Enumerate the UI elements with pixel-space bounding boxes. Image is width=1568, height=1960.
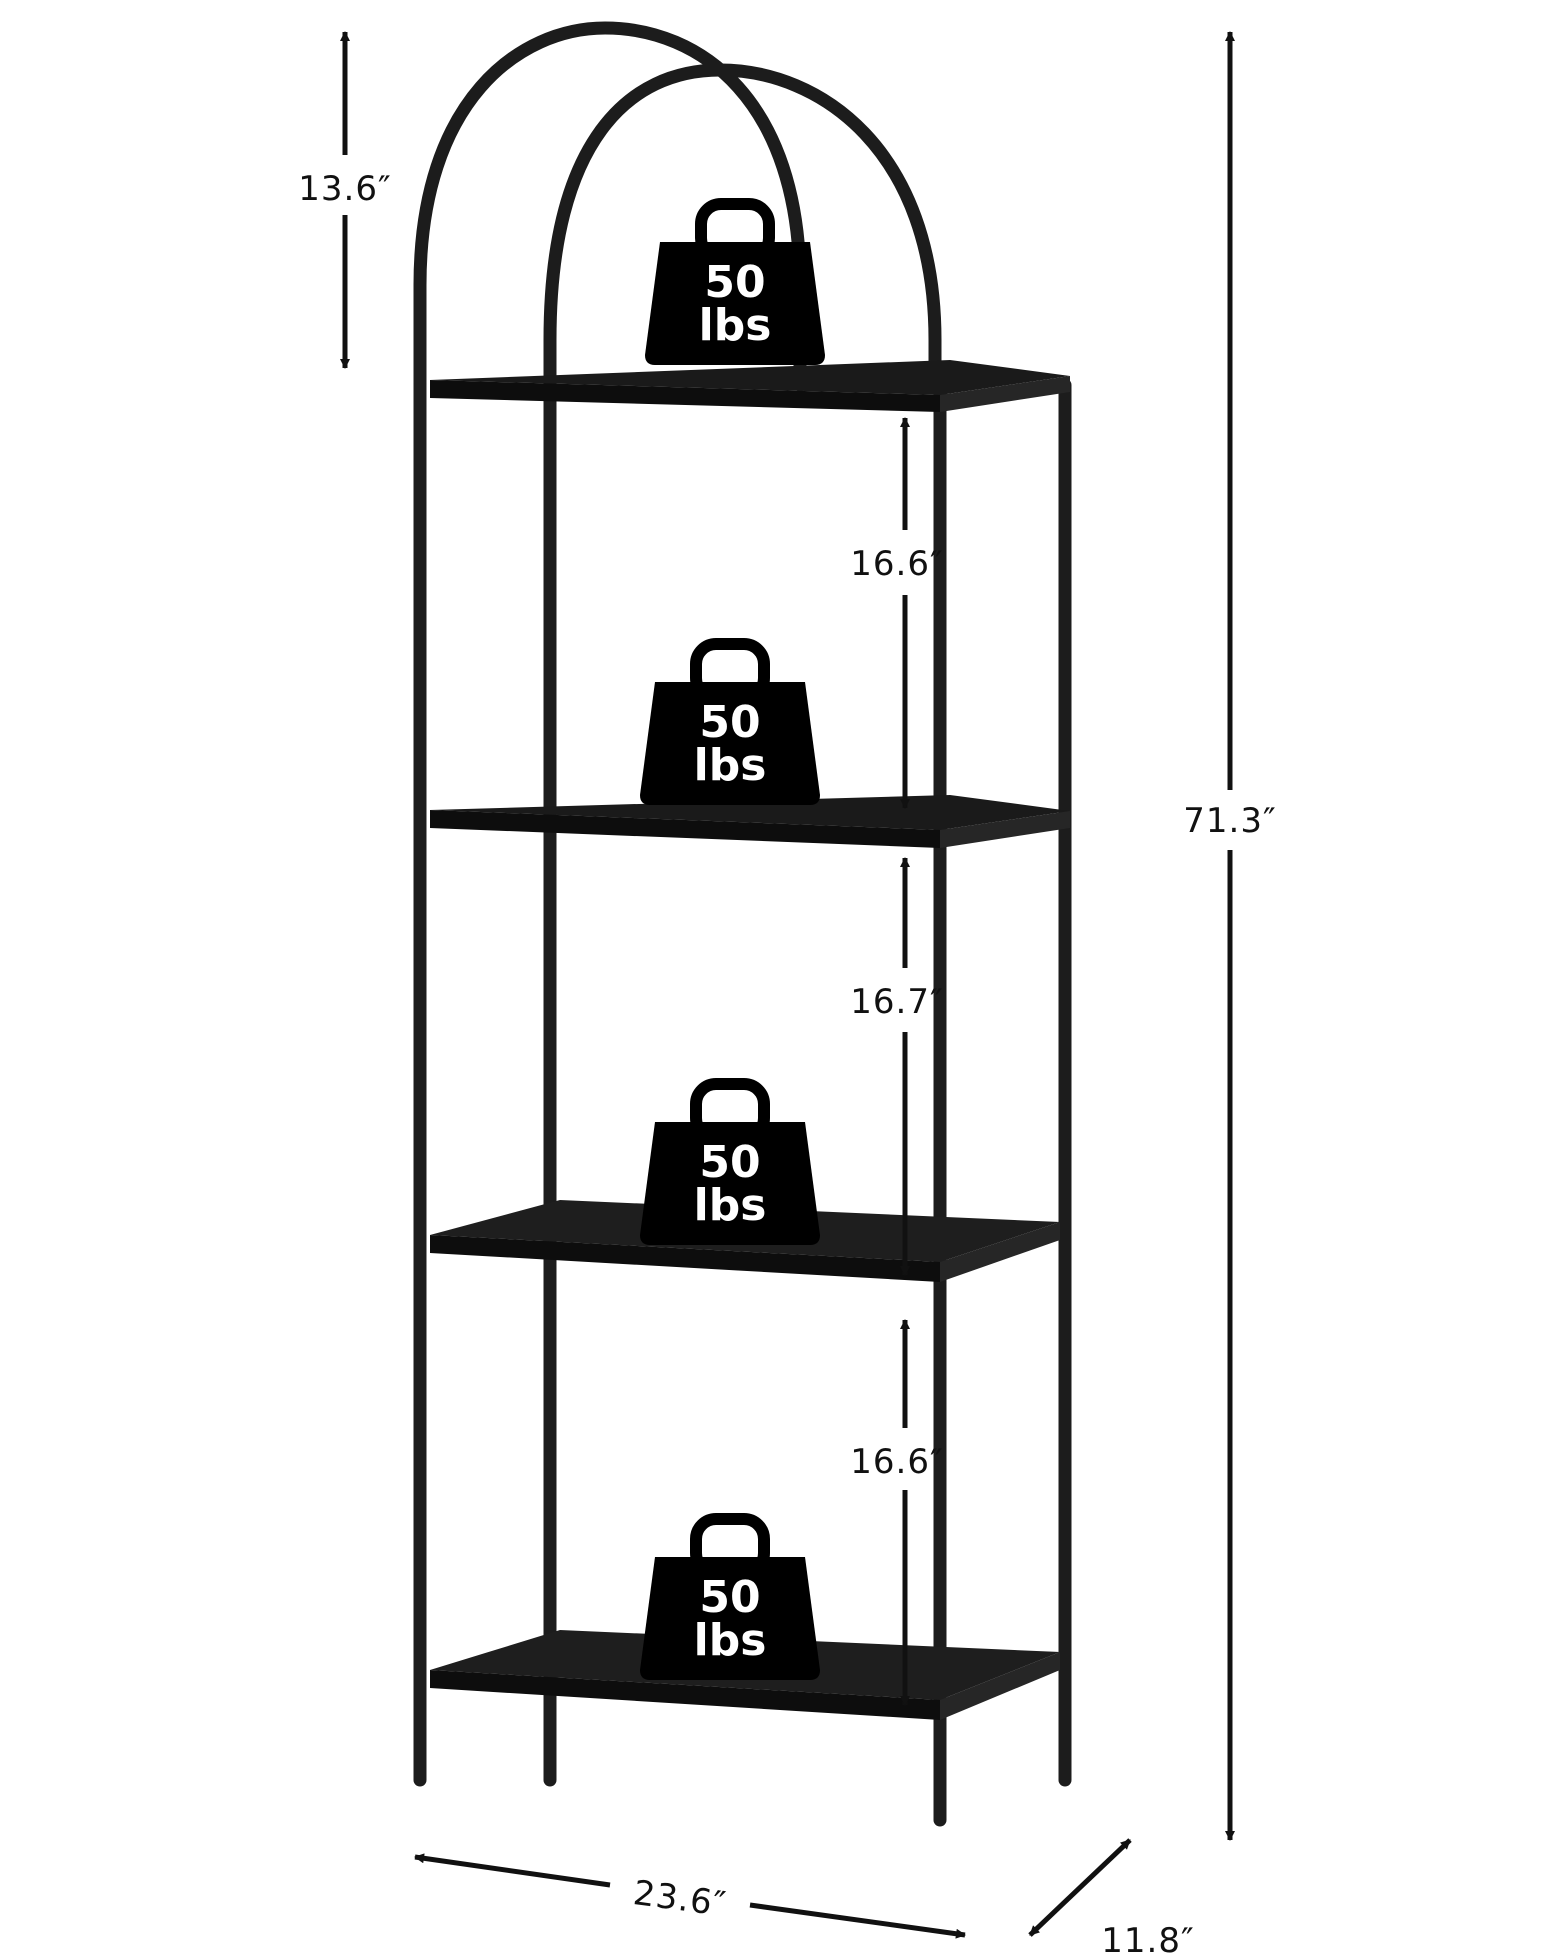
front-arch (543, 63, 942, 392)
weight-unit: lbs (694, 1180, 767, 1231)
shelf-1 (430, 360, 1070, 412)
depth-arrow (1028, 1838, 1132, 1937)
weight-value: 50 (699, 1572, 760, 1623)
shelf-2 (430, 795, 1070, 848)
weight-unit: lbs (694, 740, 767, 791)
weight-unit: lbs (699, 300, 772, 351)
shelf-gap-2-label: 16.7″ (850, 982, 943, 1022)
arch-height-label: 13.6″ (298, 169, 391, 209)
weight-icon: 50 lbs (645, 198, 825, 365)
depth-label: 11.8″ (1101, 1921, 1194, 1960)
weight-icon: 50 lbs (640, 638, 820, 805)
weight-unit: lbs (694, 1615, 767, 1666)
back-arch (413, 21, 807, 392)
bookshelf-frame (413, 21, 1072, 1827)
width-arrow-left (414, 1853, 611, 1888)
total-height-label: 71.3″ (1183, 801, 1276, 841)
shelf-gap-3-label: 16.6″ (850, 1442, 943, 1482)
shelf-gap-1-label: 16.6″ (850, 544, 943, 584)
weight-icon: 50 lbs (640, 1078, 820, 1245)
dimension-labels: 13.6″ 71.3″ 16.6″ 16.7″ 16.6″ 23.6″ 11.8… (298, 169, 1276, 1960)
weight-icons: 50 lbs 50 lbs 50 lbs 50 lbs (640, 198, 825, 1680)
width-label: 23.6″ (631, 1873, 729, 1925)
weight-value: 50 (699, 697, 760, 748)
dimension-lines (340, 31, 1235, 1939)
weight-icon: 50 lbs (640, 1513, 820, 1680)
weight-value: 50 (699, 1137, 760, 1188)
width-arrow-right (749, 1902, 966, 1939)
weight-value: 50 (704, 257, 765, 308)
